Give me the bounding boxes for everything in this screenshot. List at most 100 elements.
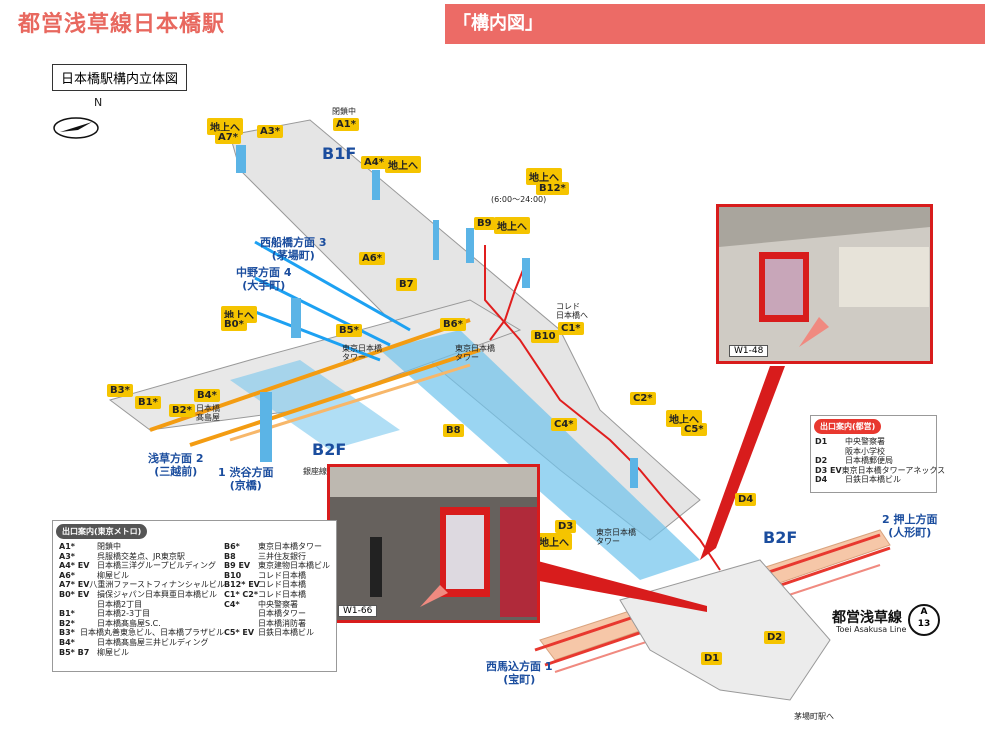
exit-b1[interactable]: B1*: [135, 396, 161, 409]
page-title: 都営浅草線日本橋駅: [18, 12, 226, 37]
note-takashimaya: 日本橋 髙島屋: [196, 404, 220, 422]
station-name: 都営浅草線: [832, 610, 902, 626]
legend-exit-destination: 日本橋三洋グループビルディング: [97, 561, 216, 571]
exit-b10[interactable]: B10: [531, 330, 559, 343]
legend-exit-destination: コレド日本橋: [258, 570, 306, 580]
direction-nakano: 中野方面 4 (大手町): [236, 266, 292, 292]
exit-to-ground-c5: 地上へ: [666, 410, 702, 427]
legend-exit-destination: 日鉄日本橋ビル: [258, 628, 314, 638]
exit-d3[interactable]: D3: [555, 520, 577, 533]
legend-exit-code: D2: [815, 456, 828, 466]
legend-exit-destination: 三井住友銀行: [258, 551, 306, 561]
note-closed: 閉鎖中: [332, 107, 356, 116]
legend-exit-code: B9 EV: [224, 561, 251, 571]
exit-a4[interactable]: A4*: [361, 156, 387, 169]
legend-exit-code: B2*: [59, 618, 75, 628]
note-tokyo-tower-2: 東京日本橋 タワー: [455, 344, 495, 362]
legend-exit-code: A4* EV: [59, 561, 90, 571]
legend-exit-destination: 日鉄日本橋ビル: [845, 475, 901, 485]
note-coredo: コレド 日本橋へ: [556, 302, 588, 320]
legend-exit-destination: 中央警察署: [845, 437, 885, 446]
legend-exit-destination: コレド日本橋: [258, 580, 306, 590]
legend-exit-destination: 中央警察署: [258, 599, 298, 609]
exit-a7[interactable]: A7*: [215, 131, 241, 144]
legend-exit-destination: 閉鎖中: [97, 542, 121, 551]
legend-exit-code: [224, 619, 258, 629]
exit-b3[interactable]: B3*: [107, 384, 133, 397]
level-b1f: B1F: [322, 144, 357, 163]
legend-exit-destination: 日本橋丸善東急ビル、日本橋プラザビル: [80, 628, 224, 638]
exit-b2[interactable]: B2*: [169, 404, 195, 417]
photo-w1-48-image: [719, 207, 930, 361]
exit-b5[interactable]: B5*: [336, 324, 362, 337]
legend-row: A4* EV 日本橋三洋グループビルディング: [59, 561, 224, 571]
exit-b0[interactable]: B0*: [221, 318, 247, 331]
exit-c4[interactable]: C4*: [551, 418, 577, 431]
exit-to-ground-b9: 地上へ: [494, 217, 530, 234]
photo-w1-48[interactable]: W1-48: [716, 204, 933, 364]
legend-exit-code: [59, 600, 97, 610]
legend-exit-destination: 呉服橋交差点、JR東京駅: [97, 551, 185, 561]
level-b2f-right: B2F: [763, 528, 798, 547]
legend-exit-destination: コレド日本橋: [258, 589, 306, 599]
exit-b9[interactable]: B9: [474, 217, 495, 230]
exit-b6[interactable]: B6*: [440, 318, 466, 331]
tab-station-map[interactable]: 「構内図」: [445, 4, 985, 44]
legend-exit-code: A6*: [59, 570, 75, 580]
exit-d1[interactable]: D1: [701, 652, 723, 665]
exit-c5[interactable]: C5*: [681, 423, 707, 436]
legend-exit-destination: 柳屋ビル: [97, 570, 129, 580]
note-ginza: 銀座線: [303, 467, 327, 476]
legend-row: 日本橋消防署: [224, 619, 330, 629]
legend-metro-left: A1* 閉鎖中 A3* 呉服橋交差点、JR東京駅 A4* EV 日本橋三洋グループビルディ…: [59, 542, 225, 658]
legend-exit-code: [815, 447, 845, 457]
legend-exit-code: B6*: [224, 542, 240, 551]
legend-exit-code: B5* B7: [59, 647, 90, 657]
photo-w1-66-caption: W1-66: [338, 605, 378, 617]
exit-to-ground-b12: 地上へ: [526, 168, 562, 185]
legend-exit-code: A3*: [59, 551, 75, 561]
photo-w1-66-image: [330, 467, 537, 620]
exit-c1[interactable]: C1*: [558, 322, 584, 335]
legend-row: 阪本小学校: [815, 447, 932, 457]
legend-exit-code: C1* C2*: [224, 589, 259, 599]
exit-to-ground-a4: 地上へ: [385, 156, 421, 173]
photo-w1-66[interactable]: W1-66: [327, 464, 540, 623]
legend-exit-destination: 日本橋髙島屋三井ビルディング: [97, 637, 209, 647]
legend-exit-code: D3 EV: [815, 465, 842, 475]
exit-a6[interactable]: A6*: [359, 252, 385, 265]
exit-a1[interactable]: A1*: [333, 118, 359, 131]
exit-c2[interactable]: C2*: [630, 392, 656, 405]
legend-row: C4*中央警察署: [224, 600, 330, 610]
exit-b12[interactable]: B12*: [536, 182, 569, 195]
legend-exit-code: B12* EV: [224, 580, 260, 590]
map-title: 日本橋駅構内立体図: [52, 64, 188, 91]
exit-d4[interactable]: D4: [735, 493, 757, 506]
legend-exit-destination: 阪本小学校: [845, 446, 885, 456]
legend-exit-code: D1: [815, 437, 828, 446]
exit-d2[interactable]: D2: [764, 631, 786, 644]
legend-exit-code: [224, 609, 258, 619]
exit-a3[interactable]: A3*: [257, 125, 283, 138]
exit-b8[interactable]: B8: [443, 424, 464, 437]
legend-exit-destination: 東京日本橋タワーアネックス: [841, 465, 946, 475]
photo-w1-48-caption: W1-48: [729, 345, 769, 357]
level-b2f-left: B2F: [312, 440, 347, 459]
exit-b4[interactable]: B4*: [194, 389, 220, 402]
legend-exit-code: B0* EV: [59, 589, 90, 599]
direction-shibuya: 1 渋谷方面 (京橋): [218, 466, 274, 492]
note-hours: (6:00～24:00): [491, 195, 547, 204]
exit-b7[interactable]: B7: [396, 278, 417, 291]
direction-nishimagome: 西馬込方面 1 (宝町): [486, 660, 553, 686]
legend-exit-code: A1*: [59, 542, 75, 551]
legend-exit-code: A7* EV: [59, 580, 90, 590]
legend-exit-destination: 日本橋消防署: [258, 618, 306, 628]
